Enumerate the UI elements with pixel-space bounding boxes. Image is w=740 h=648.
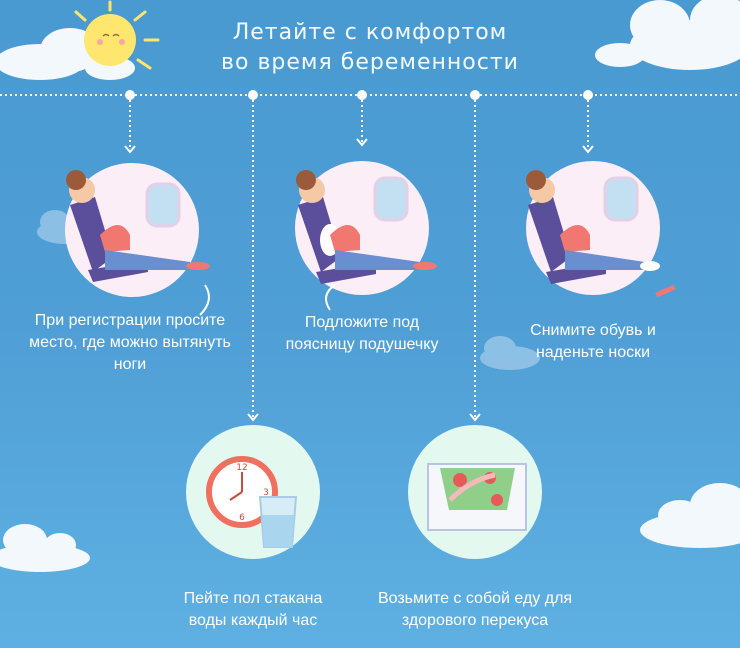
dotted-connector xyxy=(0,94,740,418)
tip-snack-text: Возьмите с собой еду для здорового перек… xyxy=(377,590,573,629)
cloud-icon xyxy=(480,336,540,370)
arrow-icon xyxy=(325,284,336,311)
title-line-1: Летайте с комфортом xyxy=(232,20,508,45)
clock-number-12: 12 xyxy=(236,463,247,473)
cloud-icon xyxy=(0,524,90,572)
page-title: Летайте с комфортом во время беременност… xyxy=(0,18,740,78)
arrow-down-icon xyxy=(124,138,594,422)
salad-container-icon xyxy=(408,425,542,559)
tip-socks-text: Снимите обувь и наденьте носки xyxy=(530,322,656,361)
cloud-icon xyxy=(640,483,740,548)
clock-number-6: 6 xyxy=(239,513,245,523)
tip-pillow-text: Подложите под поясницу подушечку xyxy=(285,314,439,353)
woman-with-pillow-icon xyxy=(295,161,437,295)
tip-water-text: Пейте пол стакана воды каждый час xyxy=(183,590,323,629)
clock-number-3: 3 xyxy=(263,488,269,498)
arrow-icon xyxy=(199,284,210,316)
clock-and-water-glass-icon: 12 3 6 xyxy=(186,425,320,559)
sun-icon xyxy=(74,0,160,70)
tip-legroom-text: При регистрации просите место, где можно… xyxy=(29,312,231,373)
title-line-2: во время беременности xyxy=(221,50,519,75)
woman-legs-stretched-icon xyxy=(65,163,210,297)
cloud-icon xyxy=(595,0,740,70)
woman-shoes-off-icon xyxy=(526,161,676,297)
